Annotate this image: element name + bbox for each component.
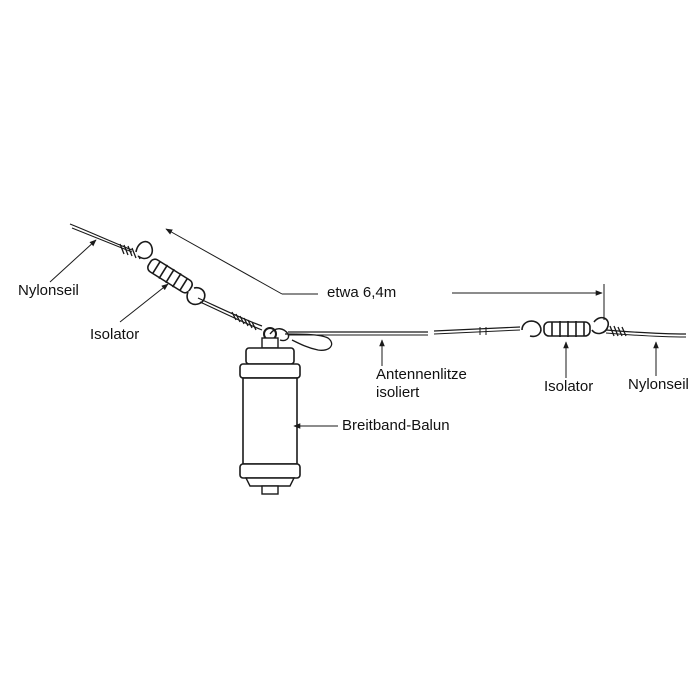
label-isolator-left: Isolator (90, 326, 140, 343)
label-antennenlitze-line1: Antennenlitze (376, 366, 467, 383)
label-dimension: etwa 6,4m (327, 284, 397, 301)
label-isolator-right: Isolator (544, 378, 594, 395)
label-nylonseil-left: Nylonseil (18, 282, 79, 299)
isolator-left (135, 240, 206, 306)
nylon-rope-right (605, 325, 687, 338)
breitband-balun (239, 347, 301, 495)
nylon-rope-left (69, 223, 141, 260)
label-nylonseil-right: Nylonseil (628, 376, 689, 393)
balun-connector (261, 327, 333, 351)
isolator-right (521, 316, 610, 338)
dimension-line (165, 228, 605, 320)
antennenlitze-wire (288, 326, 521, 336)
label-breitband-balun: Breitband-Balun (342, 417, 450, 434)
leader-lines (49, 239, 659, 429)
label-antennenlitze-line2: isoliert (376, 384, 420, 401)
antenna-wire-left (197, 297, 263, 331)
